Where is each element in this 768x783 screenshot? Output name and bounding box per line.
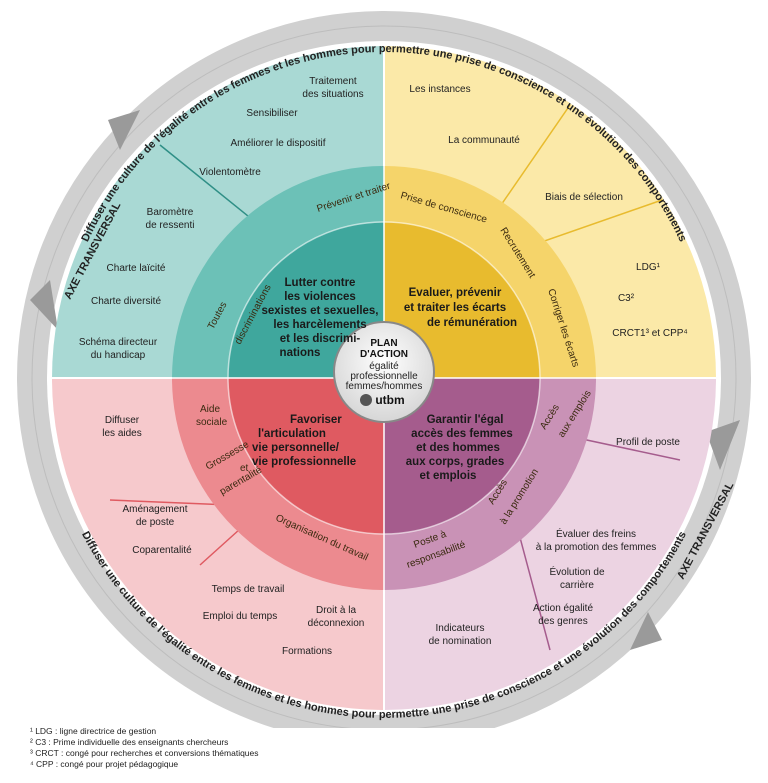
outer-ameliorer: Améliorer le dispositif [230, 138, 325, 149]
outer-communaute: La communauté [448, 135, 520, 146]
outer-action-egalite: Action égalité [533, 603, 593, 614]
svg-text:accès des femmes: accès des femmes [411, 428, 513, 440]
left-arrow-icon [30, 280, 58, 330]
outer-evolution: Évolution de [549, 565, 604, 578]
footnote-4: ⁴ CPP : congé pour projet pédagogique [30, 759, 179, 769]
center-sub-3: femmes/hommes [346, 381, 423, 392]
center-sub-2: professionnelle [350, 371, 418, 382]
utbm-logo-icon [360, 394, 372, 406]
outer-instances: Les instances [409, 84, 470, 95]
outer-formations: Formations [282, 646, 332, 657]
outer-coparentalite: Coparentalité [132, 545, 192, 556]
svg-text:de nomination: de nomination [429, 636, 492, 647]
svg-text:des genres: des genres [538, 616, 587, 627]
outer-barometre: Baromètre [147, 207, 194, 218]
svg-text:les violences: les violences [284, 291, 356, 303]
center-title-1: PLAN [370, 338, 397, 349]
svg-text:sexistes et sexuelles,: sexistes et sexuelles, [262, 305, 379, 317]
theme-violences: Lutter contre les violences sexistes et … [262, 277, 379, 359]
svg-text:Garantir l'égal: Garantir l'égal [427, 414, 504, 426]
outer-diversite: Charte diversité [91, 296, 161, 307]
outer-sensibiliser: Sensibiliser [246, 108, 298, 119]
svg-text:à la promotion des femmes: à la promotion des femmes [536, 542, 657, 553]
outer-deconnexion: Droit à la [316, 605, 356, 616]
svg-text:les aides: les aides [102, 428, 141, 439]
bottom-right-arrow-icon [630, 612, 662, 650]
svg-text:carrière: carrière [560, 580, 594, 591]
inner-quadrant-articulation [228, 378, 384, 534]
svg-text:et les discrimi-: et les discrimi- [280, 333, 361, 345]
outer-indicateurs: Indicateurs [436, 623, 485, 634]
svg-text:Evaluer, prévenir: Evaluer, prévenir [409, 287, 502, 299]
theme-egal-acces: Garantir l'égal accès des femmes et des … [406, 414, 513, 482]
center-title-2: D'ACTION [360, 349, 408, 360]
outer-freins: Évaluer des freins [556, 527, 636, 540]
svg-text:Favoriser: Favoriser [290, 414, 342, 426]
outer-amenagement: Aménagement [122, 504, 187, 515]
label-et: et [240, 463, 249, 474]
utbm-logo-text: utbm [375, 393, 404, 407]
svg-text:de ressenti: de ressenti [146, 220, 195, 231]
svg-text:nations: nations [280, 347, 321, 359]
inner-quadrant-egal-acces [384, 378, 540, 534]
inner-quadrant-remuneration [384, 222, 540, 378]
outer-traitement: Traitement [309, 76, 357, 87]
top-left-arrow-icon [108, 110, 140, 150]
footnotes: ¹ LDG : ligne directrice de gestion ² C3… [30, 726, 259, 770]
outer-diffuser: Diffuser [105, 415, 140, 426]
footnote-3: ³ CRCT : congé pour recherches et conver… [30, 748, 259, 758]
outer-ldg: LDG¹ [636, 262, 661, 273]
svg-text:et traiter les écarts: et traiter les écarts [404, 302, 506, 314]
outer-violentometre: Violentomètre [199, 167, 261, 178]
svg-text:Lutter contre: Lutter contre [285, 277, 356, 289]
outer-profil-poste: Profil de poste [616, 437, 680, 448]
svg-text:vie personnelle/: vie personnelle/ [252, 442, 340, 454]
svg-text:vie professionnelle: vie professionnelle [252, 456, 356, 468]
footnote-2: ² C3 : Prime individuelle des enseignant… [30, 737, 229, 747]
theme-remuneration: Evaluer, prévenir et traiter les écarts … [404, 287, 517, 329]
svg-text:les harcèlements: les harcèlements [273, 319, 366, 331]
outer-c3: C3² [618, 293, 635, 304]
theme-articulation: Favoriser l'articulation vie personnelle… [252, 414, 356, 468]
center-sub-1: égalité [369, 361, 399, 372]
svg-text:du handicap: du handicap [91, 350, 146, 361]
inner-quadrant-violences [228, 222, 384, 378]
outer-crct: CRCT1³ et CPP⁴ [612, 328, 687, 339]
right-arrow-icon [706, 420, 740, 470]
outer-laicite: Charte laïcité [107, 263, 166, 274]
outer-handicap: Schéma directeur [79, 337, 158, 348]
center-hub [333, 321, 435, 423]
action-plan-wheel: PLAN D'ACTION égalité professionnelle fe… [17, 11, 751, 745]
outer-temps-travail: Temps de travail [212, 584, 285, 595]
outer-biais: Biais de sélection [545, 192, 623, 203]
svg-text:l'articulation: l'articulation [258, 428, 326, 440]
svg-text:des situations: des situations [302, 89, 363, 100]
outer-emploi-temps: Emploi du temps [203, 611, 277, 622]
svg-text:déconnexion: déconnexion [308, 618, 365, 629]
footnote-1: ¹ LDG : ligne directrice de gestion [30, 726, 157, 736]
svg-text:de poste: de poste [136, 517, 175, 528]
svg-text:de rémunération: de rémunération [427, 317, 517, 329]
svg-text:aux corps, grades: aux corps, grades [406, 456, 504, 468]
svg-text:et emplois: et emplois [420, 470, 477, 482]
svg-text:et des hommes: et des hommes [416, 442, 500, 454]
label-aide: Aide [200, 404, 220, 415]
label-sociale: sociale [196, 417, 228, 428]
